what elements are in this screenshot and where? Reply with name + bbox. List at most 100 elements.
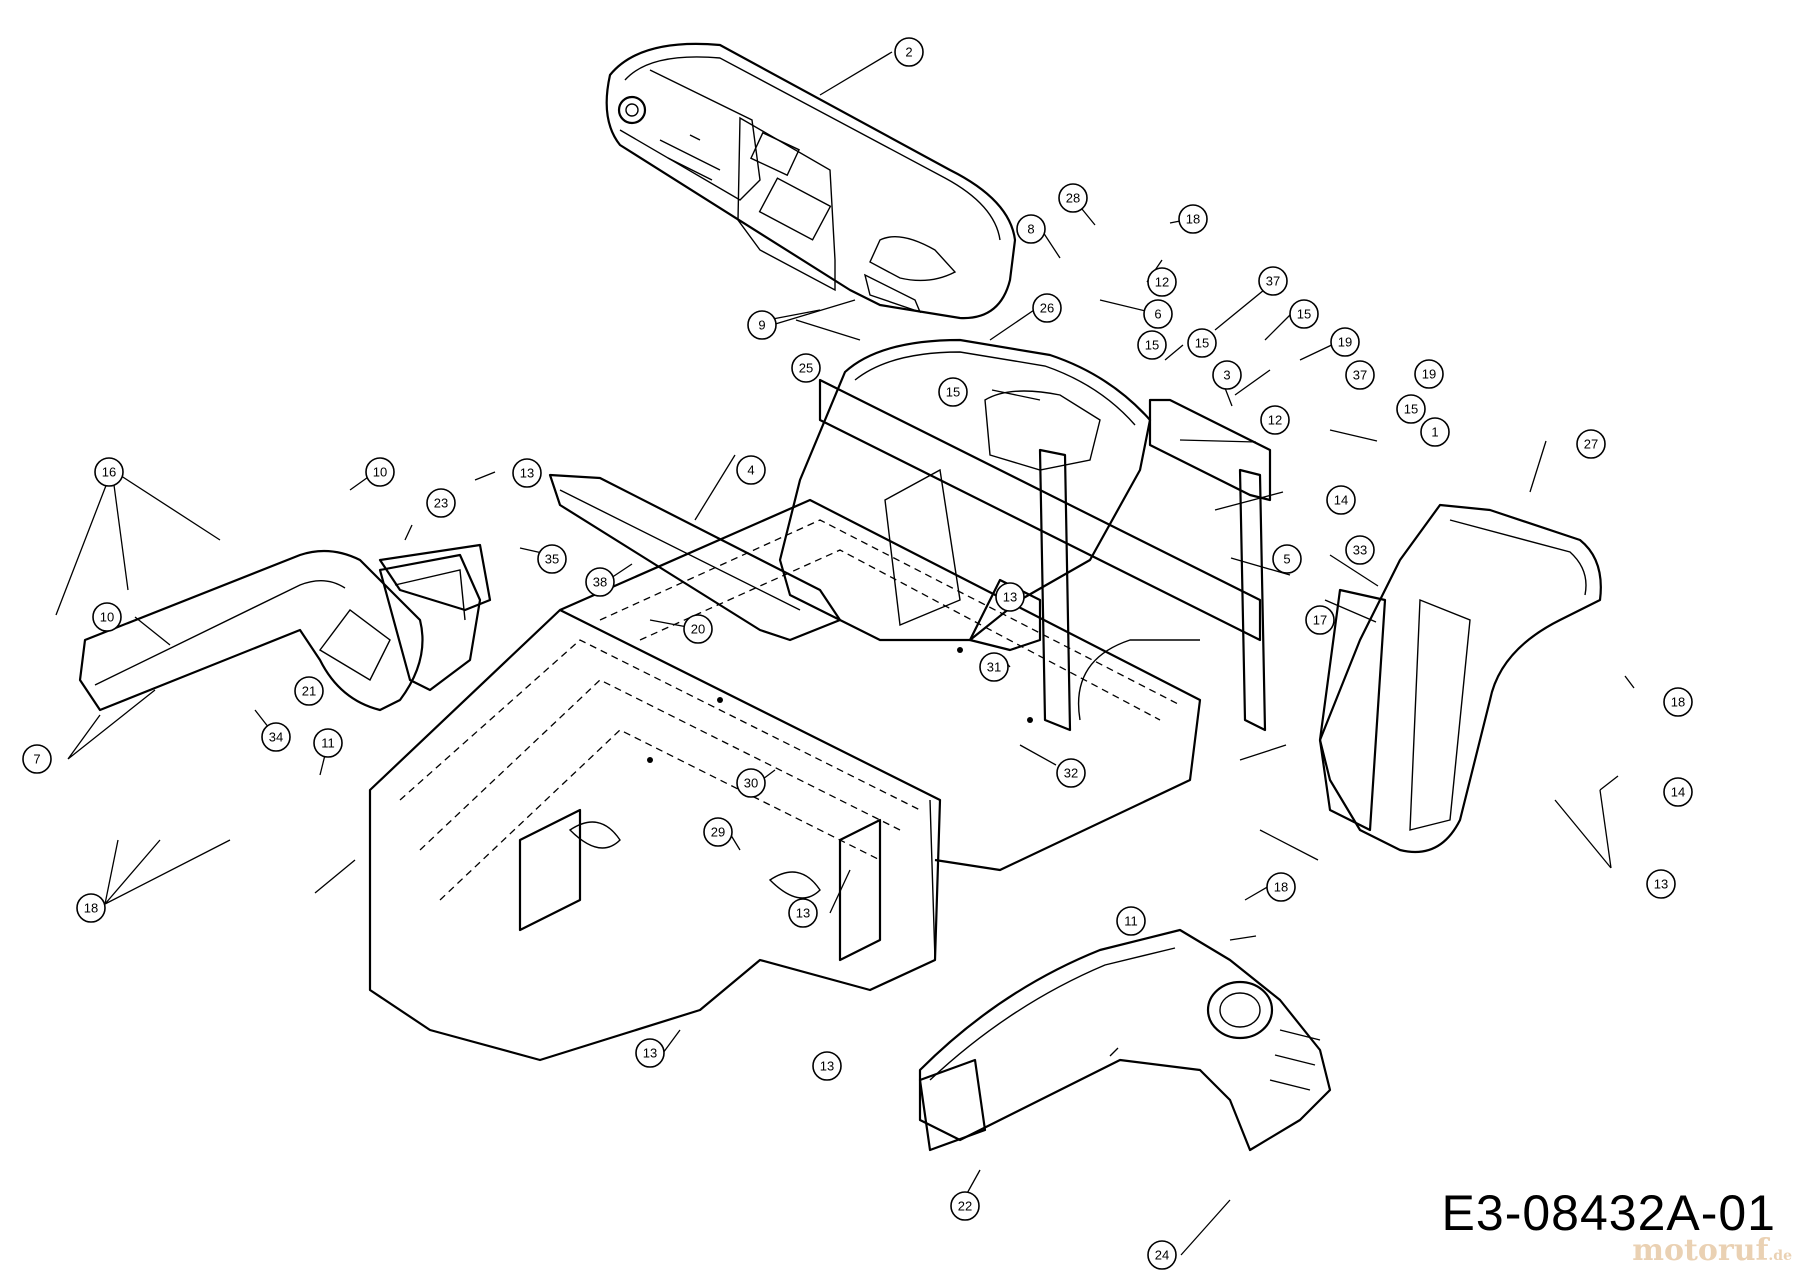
callout-13: 13 bbox=[995, 582, 1025, 612]
callout-9: 9 bbox=[747, 310, 777, 340]
seat-pan-part bbox=[778, 338, 1152, 642]
svg-text:19: 19 bbox=[1422, 367, 1436, 382]
callout-14: 14 bbox=[1326, 485, 1356, 515]
callout-35: 35 bbox=[537, 544, 567, 574]
callout-18: 18 bbox=[1178, 204, 1208, 234]
callout-13: 13 bbox=[812, 1051, 842, 1081]
callout-3: 3 bbox=[1212, 360, 1242, 390]
callout-18: 18 bbox=[1266, 872, 1296, 902]
callout-17: 17 bbox=[1305, 605, 1335, 635]
front-left-fender-part bbox=[78, 549, 482, 712]
svg-text:31: 31 bbox=[987, 660, 1001, 675]
callout-14: 14 bbox=[1663, 777, 1693, 807]
callout-6: 6 bbox=[1143, 299, 1173, 329]
center-cover-part bbox=[548, 473, 842, 642]
svg-text:32: 32 bbox=[1064, 766, 1078, 781]
svg-text:10: 10 bbox=[100, 610, 114, 625]
callout-13: 13 bbox=[1646, 869, 1676, 899]
callout-37: 37 bbox=[1258, 266, 1288, 296]
callout-10: 10 bbox=[92, 602, 122, 632]
drawing-code-label: E3-08432A-01 bbox=[1441, 1185, 1776, 1241]
svg-text:15: 15 bbox=[1195, 336, 1209, 351]
svg-text:5: 5 bbox=[1283, 552, 1290, 567]
svg-text:14: 14 bbox=[1334, 493, 1348, 508]
svg-text:37: 37 bbox=[1266, 274, 1280, 289]
callout-22: 22 bbox=[950, 1191, 980, 1221]
callout-8: 8 bbox=[1016, 214, 1046, 244]
svg-text:3: 3 bbox=[1223, 368, 1230, 383]
svg-text:15: 15 bbox=[1404, 402, 1418, 417]
svg-text:12: 12 bbox=[1155, 275, 1169, 290]
svg-text:2: 2 bbox=[905, 45, 912, 60]
callout-15: 15 bbox=[1289, 299, 1319, 329]
callout-16: 16 bbox=[94, 457, 124, 487]
svg-text:20: 20 bbox=[691, 622, 705, 637]
callout-18: 18 bbox=[76, 893, 106, 923]
callout-34: 34 bbox=[261, 722, 291, 752]
svg-text:33: 33 bbox=[1353, 543, 1367, 558]
svg-text:19: 19 bbox=[1338, 335, 1352, 350]
svg-text:6: 6 bbox=[1154, 307, 1161, 322]
svg-text:21: 21 bbox=[302, 684, 316, 699]
callout-5: 5 bbox=[1272, 544, 1302, 574]
callout-2: 2 bbox=[894, 37, 924, 67]
front-right-panel-part bbox=[378, 543, 492, 612]
svg-text:7: 7 bbox=[33, 752, 40, 767]
svg-text:15: 15 bbox=[1297, 307, 1311, 322]
callout-21: 21 bbox=[294, 676, 324, 706]
svg-text:23: 23 bbox=[434, 496, 448, 511]
svg-text:18: 18 bbox=[1274, 880, 1288, 895]
watermark-logo: motoruf.de bbox=[1632, 1233, 1792, 1268]
svg-text:1: 1 bbox=[1431, 425, 1438, 440]
svg-text:12: 12 bbox=[1268, 413, 1282, 428]
callout-18: 18 bbox=[1663, 687, 1693, 717]
callout-26: 26 bbox=[1032, 293, 1062, 323]
svg-text:15: 15 bbox=[946, 385, 960, 400]
callout-15: 15 bbox=[1137, 330, 1167, 360]
callout-15: 15 bbox=[938, 377, 968, 407]
callout-11: 11 bbox=[313, 728, 343, 758]
dashboard-panel-part bbox=[605, 42, 1017, 320]
svg-text:4: 4 bbox=[747, 463, 754, 478]
svg-text:13: 13 bbox=[643, 1046, 657, 1061]
callout-27: 27 bbox=[1576, 429, 1606, 459]
svg-text:24: 24 bbox=[1155, 1248, 1169, 1263]
main-frame-part bbox=[368, 378, 1272, 1062]
svg-text:25: 25 bbox=[799, 361, 813, 376]
svg-text:28: 28 bbox=[1066, 191, 1080, 206]
svg-text:13: 13 bbox=[820, 1059, 834, 1074]
svg-text:34: 34 bbox=[269, 730, 283, 745]
watermark-text: motoruf bbox=[1632, 1233, 1769, 1268]
svg-text:35: 35 bbox=[545, 552, 559, 567]
callout-32: 32 bbox=[1056, 758, 1086, 788]
callout-15: 15 bbox=[1187, 328, 1217, 358]
callout-29: 29 bbox=[703, 817, 733, 847]
svg-text:26: 26 bbox=[1040, 301, 1054, 316]
svg-text:11: 11 bbox=[1124, 914, 1138, 929]
svg-text:22: 22 bbox=[958, 1199, 972, 1214]
callout-33: 33 bbox=[1345, 535, 1375, 565]
callout-12: 12 bbox=[1147, 267, 1177, 297]
callout-1: 1 bbox=[1420, 417, 1450, 447]
svg-text:15: 15 bbox=[1145, 338, 1159, 353]
svg-text:13: 13 bbox=[1003, 590, 1017, 605]
svg-text:38: 38 bbox=[593, 575, 607, 590]
callout-19: 19 bbox=[1330, 327, 1360, 357]
svg-text:18: 18 bbox=[1186, 212, 1200, 227]
rear-left-fender-part bbox=[918, 928, 1332, 1152]
svg-text:29: 29 bbox=[711, 825, 725, 840]
svg-text:27: 27 bbox=[1584, 437, 1598, 452]
svg-text:30: 30 bbox=[744, 776, 758, 791]
svg-text:37: 37 bbox=[1353, 368, 1367, 383]
watermark-suffix: .de bbox=[1768, 1248, 1792, 1264]
callout-25: 25 bbox=[791, 353, 821, 383]
svg-text:10: 10 bbox=[373, 465, 387, 480]
svg-text:18: 18 bbox=[84, 901, 98, 916]
callout-13: 13 bbox=[635, 1038, 665, 1068]
callout-38: 38 bbox=[585, 567, 615, 597]
callout-12: 12 bbox=[1260, 405, 1290, 435]
svg-text:18: 18 bbox=[1671, 695, 1685, 710]
callout-7: 7 bbox=[22, 744, 52, 774]
callout-37: 37 bbox=[1345, 360, 1375, 390]
